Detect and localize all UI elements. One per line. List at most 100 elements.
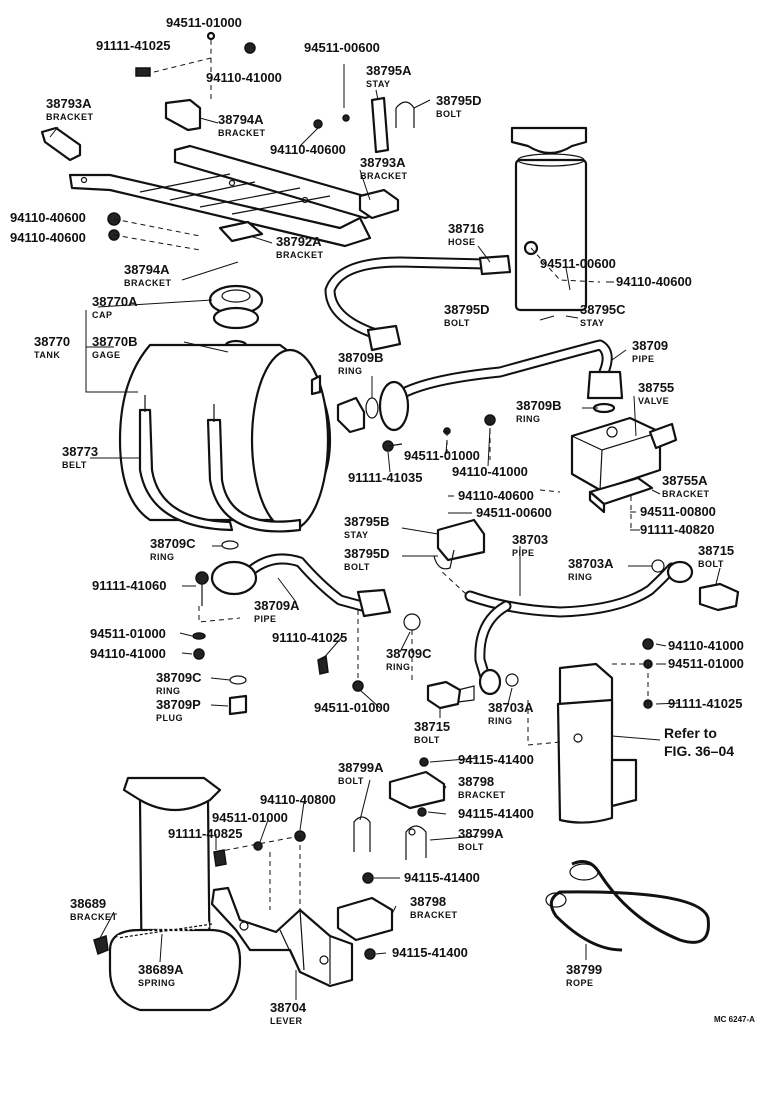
label-38709B-r: 38709B <box>516 398 562 413</box>
hose-38716 <box>324 254 512 352</box>
name-38793A-left: BRACKET <box>46 112 94 122</box>
label-38798-top: 38798 <box>458 774 494 789</box>
label-38709C-mid: 38709C <box>386 646 432 661</box>
stay-38795B <box>433 518 486 570</box>
label-38703: 38703 <box>512 532 548 547</box>
label-94110-40600-r: 94110-40600 <box>616 274 692 289</box>
label-91111-41025-top: 91111-41025 <box>96 38 170 53</box>
name-38715-m: BOLT <box>414 735 440 745</box>
label-91110-41025: 91110-41025 <box>272 630 347 645</box>
label-94511-00800: 94511-00800 <box>640 504 716 519</box>
bolt-38715-mid <box>426 680 475 710</box>
label-38755A: 38755A <box>662 473 708 488</box>
label-91111-41025-r: 91111-41025 <box>668 696 742 711</box>
hardware-left <box>192 613 421 716</box>
alignment-lines <box>113 36 649 910</box>
name-38770A: CAP <box>92 310 113 320</box>
label-38795D-top: 38795D <box>436 93 482 108</box>
name-38799A-mid: BOLT <box>458 842 484 852</box>
name-38795C: STAY <box>580 318 605 328</box>
label-38709P: 38709P <box>156 697 201 712</box>
label-94511-00600-top: 94511-00600 <box>304 40 380 55</box>
name-38795A: STAY <box>366 79 391 89</box>
label-38795D-low: 38795D <box>344 546 390 561</box>
label-38709B-l: 38709B <box>338 350 384 365</box>
label-38794A-low: 38794A <box>124 262 170 277</box>
leader-lines <box>49 64 721 1000</box>
label-38799A-mid: 38799A <box>458 826 504 841</box>
name-38709B-r: RING <box>516 414 541 424</box>
name-38716: HOSE <box>448 237 476 247</box>
label-94110-40600-v: 94110-40600 <box>458 488 534 503</box>
label-94511-01000-rr: 94511-01000 <box>668 656 744 671</box>
label-94110-41000-mid: 94110-41000 <box>452 464 528 479</box>
name-38773: BELT <box>62 460 87 470</box>
label-38795D-mid: 38795D <box>444 302 490 317</box>
label-38770: 38770 <box>34 334 70 349</box>
label-38795C: 38795C <box>580 302 626 317</box>
valve-38755 <box>443 414 678 492</box>
label-38792A: 38792A <box>276 234 322 249</box>
name-38709P: PLUG <box>156 713 183 723</box>
name-38709: PIPE <box>632 354 655 364</box>
name-38715-r: BOLT <box>698 559 724 569</box>
name-38792A: BRACKET <box>276 250 324 260</box>
name-38704: LEVER <box>270 1016 303 1026</box>
name-38795D-low: BOLT <box>344 562 370 572</box>
name-38795D-top: BOLT <box>436 109 462 119</box>
name-38709C-mid: RING <box>386 662 411 672</box>
cylinder-upper-right <box>510 126 588 312</box>
label-38709A: 38709A <box>254 598 300 613</box>
stay-38795A <box>370 96 415 154</box>
label-94511-01000-c: 94511-01000 <box>314 700 390 715</box>
label-38689: 38689 <box>70 896 106 911</box>
belt-38773 <box>138 395 302 533</box>
label-38770A: 38770A <box>92 294 138 309</box>
pipe-38703 <box>464 559 694 696</box>
label-38794A-top: 38794A <box>218 112 264 127</box>
label-94511-01000-b: 94511-01000 <box>212 810 288 825</box>
label-94110-40600-l2: 94110-40600 <box>10 230 86 245</box>
label-38716: 38716 <box>448 221 484 236</box>
figure-code: MC 6247-A <box>714 1015 755 1024</box>
bracket-38793A-right <box>358 188 400 220</box>
label-94511-01000-l: 94511-01000 <box>90 626 166 641</box>
label-38770B: 38770B <box>92 334 138 349</box>
name-38795D-mid: BOLT <box>444 318 470 328</box>
label-38703A-m: 38703A <box>488 700 534 715</box>
flange-38709 <box>365 380 410 452</box>
label-38793A-left: 38793A <box>46 96 92 111</box>
pipe-38709A <box>195 540 392 618</box>
name-38689: BRACKET <box>70 912 118 922</box>
name-38709A: PIPE <box>254 614 277 624</box>
name-38755A: BRACKET <box>662 489 710 499</box>
label-94110-40600-l1: 94110-40600 <box>10 210 86 225</box>
name-38703A-m: RING <box>488 716 513 726</box>
name-38793A-right: BRACKET <box>360 171 408 181</box>
label-94110-40800: 94110-40800 <box>260 792 336 807</box>
ubolt-38799A-left <box>353 816 371 852</box>
bolt-38715-right <box>698 582 740 612</box>
cylinder-lower-left <box>108 776 242 1012</box>
label-38715-r: 38715 <box>698 543 734 558</box>
label-91111-41035: 91111-41035 <box>348 470 422 485</box>
label-94115-41400-d: 94115-41400 <box>392 945 468 960</box>
name-38795B: STAY <box>344 530 369 540</box>
bracket-38794A-top <box>164 98 202 132</box>
label-94110-40600-mid: 94110-40600 <box>270 142 346 157</box>
refer-to-text: Refer to <box>664 725 717 741</box>
part-labels: 94511-01000 91111-41025 94110-41000 9451… <box>10 15 755 1026</box>
label-91111-41060: 91111-41060 <box>92 578 166 593</box>
name-38689A: SPRING <box>138 978 176 988</box>
figure-reference-link[interactable]: FIG. 36–04 <box>664 743 734 759</box>
name-38770: TANK <box>34 350 60 360</box>
label-38689A: 38689A <box>138 962 184 977</box>
label-94115-41400-a: 94115-41400 <box>458 752 534 767</box>
label-38795A: 38795A <box>366 63 412 78</box>
label-38773: 38773 <box>62 444 98 459</box>
bracket-38793A-left <box>40 126 82 162</box>
label-94115-41400-b: 94115-41400 <box>458 806 534 821</box>
spring-38689A <box>93 921 213 956</box>
name-38770B: GAGE <box>92 350 121 360</box>
